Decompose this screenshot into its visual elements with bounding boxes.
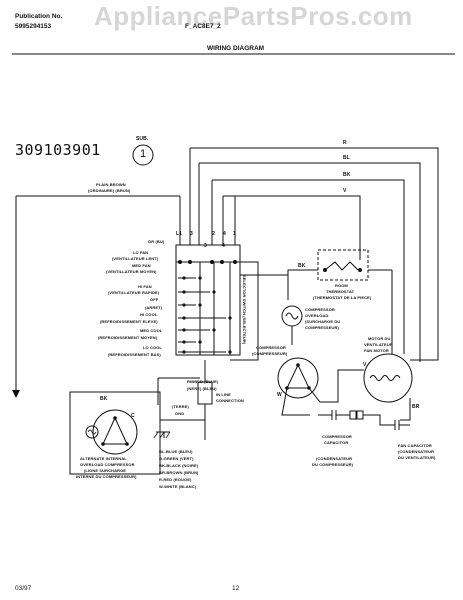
plain-brown-label-fr: (ORDINAIRE) (BRUN): [88, 188, 131, 193]
fan-capacitor-label-3: DU VENTILATEUR): [398, 455, 436, 460]
wire-label-r: R: [343, 140, 347, 146]
color-code: BK-BLACK (NOIRE): [159, 463, 199, 468]
selector-switch-box: [175, 244, 241, 356]
overload-label-3: (SURCHARGE DU: [305, 319, 341, 324]
overload-label-2: OVERLOAD: [305, 313, 329, 318]
model-number: F_AC8E7_2: [185, 23, 221, 30]
terminal-4: 4: [223, 231, 226, 237]
wire-switch-out: [230, 261, 259, 361]
sub-label: SUB.: [136, 136, 149, 142]
color-code: BL-BLUE (BLEU): [159, 449, 193, 454]
comp-capacitor-label-2: CAPACITOR: [324, 440, 349, 445]
wire-label-bk: BK: [343, 172, 351, 178]
fan-speed-label: (ARRET): [145, 305, 163, 310]
alt-overload-circle: [92, 409, 138, 455]
fan-speed-label: (VENTILLATEUR MOYEN): [106, 269, 157, 274]
comp-capacitor-label-1: COMPRESSOR: [322, 434, 352, 439]
wire-v-run: [338, 195, 361, 260]
fan-speed-label: (VENTILLATEUR LENT): [112, 256, 159, 261]
publication-number: 5995294153: [15, 23, 52, 30]
fan-speed-label: HI COOL: [140, 312, 158, 317]
diagram-title: WIRING DIAGRAM: [207, 45, 265, 52]
wire-label-bk2: BK: [298, 263, 306, 269]
alt-label-c: C: [131, 413, 135, 419]
footer-page: 12: [232, 585, 240, 592]
inline-label-2: CONNECTION: [216, 398, 244, 403]
color-code: R-RED (ROUGE): [159, 477, 192, 482]
wire-label-v2: V: [363, 362, 367, 368]
ground-label-2: GND: [175, 411, 185, 416]
comp-capacitor-label-3: (CONDENSATEUR: [316, 456, 353, 461]
color-code: BR-BROWN (BRUN): [159, 470, 199, 475]
fan-motor-circle: [363, 353, 413, 403]
motor-label-2: VENTILATEUR: [364, 342, 393, 347]
fan-speed-label: MED COOL: [140, 328, 163, 333]
fan-speed-label: LO COOL: [143, 345, 162, 350]
terminal-3: 3: [190, 231, 193, 237]
ribbed-label-2: (NERE) (BLEU): [187, 386, 217, 391]
wire-label-bl: BL: [343, 155, 350, 161]
thermostat-label-1: ROOM: [335, 283, 348, 288]
thermostat-box: [317, 249, 369, 281]
alt-label-bk: BK: [100, 396, 108, 402]
wire-bl-run: [338, 162, 421, 340]
wire-r-run: [338, 147, 439, 361]
overload-label-4: COMPRESSEUR): [305, 325, 339, 330]
terminal-4b: 4: [222, 243, 225, 249]
overload-label-1: COMPRESSOR: [305, 307, 335, 312]
fan-speed-label: OFF: [150, 297, 159, 302]
watermark: AppliancePartsPros.com: [94, 1, 413, 31]
fan-speed-label: MED FAN: [132, 263, 151, 268]
or-bu-label: OR (BU): [148, 239, 165, 244]
thermostat-label-2: THERMOSTAT: [326, 289, 355, 294]
fan-speed-label: (VENTILLATEUR RAPIDE): [108, 290, 160, 295]
compressor-label-1: COMPRESSOR: [256, 345, 286, 350]
motor-label-1: MOTOR DU: [368, 336, 391, 341]
thermostat-label-3: (THERMOSTAT DE LA PIECE): [313, 295, 372, 300]
compressor-windings: [286, 363, 310, 389]
alt-overload-label-3: (LIGNE SURCHARGE: [84, 468, 127, 473]
terminal-l1: L1: [176, 231, 183, 237]
sub-circle: [132, 144, 154, 166]
selector-switch-label: SELECTOR SWITCH (SELECTEUR): [242, 275, 247, 345]
wire-label-br: BR: [412, 404, 420, 410]
compressor-circle: [277, 357, 319, 399]
terminal-1: 1: [233, 231, 236, 237]
thermostat-contact: [324, 261, 359, 271]
plain-brown-label: PLAIN BROWN: [96, 182, 126, 187]
wire-label-v: V: [343, 188, 347, 194]
alt-overload-label-2: OVERLOAD COMPRESSOR: [80, 462, 135, 467]
color-code: W-WHITE (BLANC): [159, 484, 197, 489]
comp-capacitor-label-4: DU COMPRESSEUR): [312, 462, 354, 467]
motor-label-3: FAN MOTOR: [364, 348, 389, 353]
footer-date: 03/97: [15, 585, 32, 592]
comp-capacitor-terminal: [349, 410, 357, 420]
terminal-2: 2: [212, 231, 215, 237]
alt-overload-box: [69, 391, 161, 475]
terminal-3b: 3: [204, 243, 207, 249]
part-number: 309103901: [15, 141, 101, 159]
fan-speed-label: (REFROIDISSEMENT MOYEN): [98, 335, 158, 340]
inline-label-1: IN LINE: [216, 392, 231, 397]
publication-label: Publication No.: [15, 13, 63, 20]
ground-label-1: (TERRE): [172, 404, 189, 409]
fan-capacitor-label-2: (CONDENSATEUR: [398, 449, 435, 454]
compressor-label-2: (COMPRESSEUR): [252, 351, 288, 356]
fan-speed-label: (REFROIDISSEMENT BAS): [108, 352, 161, 357]
alt-overload-label-4: INTERNE DU COMPRESSEUR): [76, 474, 137, 479]
color-code: G-GREEN (VERT): [159, 456, 194, 461]
alt-overload-label-1: ALTERNATE INTERNAL: [80, 456, 127, 461]
ribbed-label-1: RIBBED (BLUE): [187, 379, 219, 384]
sub-number: 1: [140, 148, 147, 160]
fan-speed-label: (REFROIDISSEMENT ELEVE): [100, 319, 158, 324]
wire-label-w: W: [277, 392, 282, 398]
wire-bk-run: [338, 179, 405, 330]
fan-speed-label: LO FAN: [133, 250, 149, 255]
fan-speed-label: HI FAN: [138, 284, 152, 289]
fan-capacitor-label-1: FAN CAPACITOR: [398, 443, 432, 448]
